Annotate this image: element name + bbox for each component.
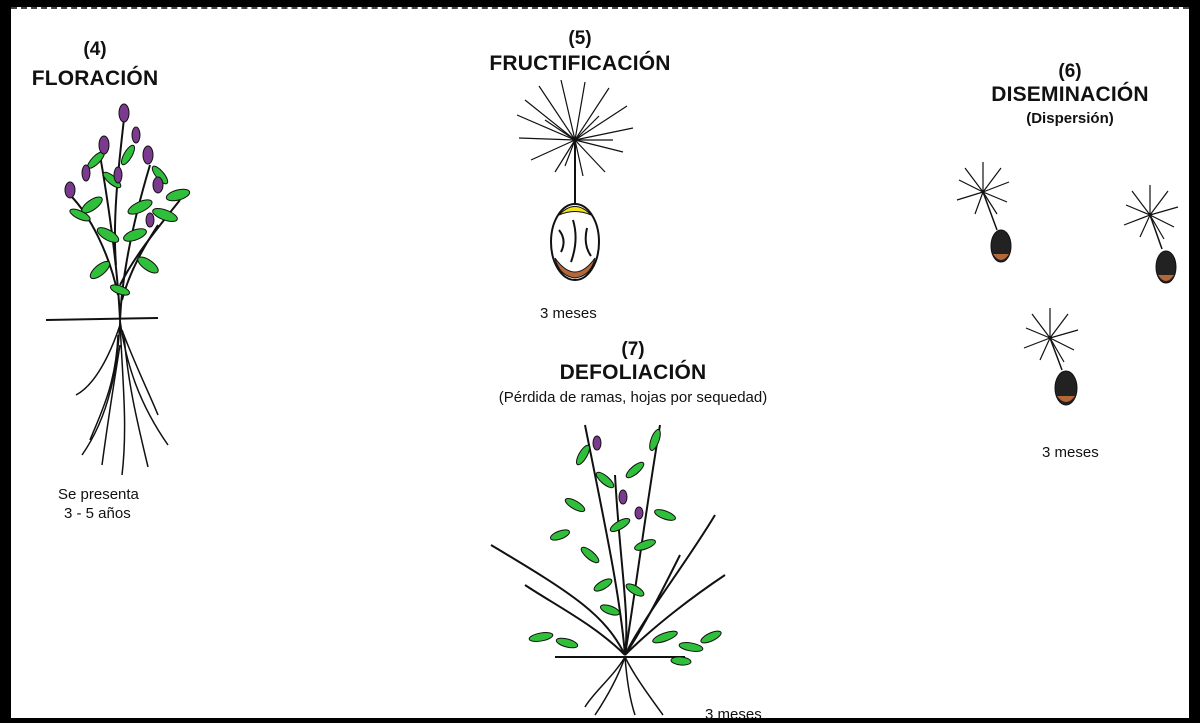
stage-7-number: (7) bbox=[603, 340, 663, 360]
stage-6-title: DISEMINACIÓN bbox=[975, 84, 1165, 106]
stage-7-subtitle: (Pérdida de ramas, hojas por sequedad) bbox=[433, 389, 833, 406]
stage-5-note: 3 meses bbox=[540, 305, 597, 322]
stage-5-number: (5) bbox=[550, 29, 610, 49]
plant-flowers bbox=[65, 104, 163, 227]
dispersing-seed-2 bbox=[1120, 185, 1200, 295]
stage-4-note-line-2: 3 - 5 años bbox=[64, 505, 131, 522]
plant-roots bbox=[76, 320, 168, 475]
stage-4-title: FLORACIÓN bbox=[20, 68, 170, 90]
seed-body bbox=[551, 204, 599, 280]
stage-4-number: (4) bbox=[65, 40, 125, 60]
stage-6-subtitle: (Dispersión) bbox=[1000, 110, 1140, 127]
dispersing-seed-3 bbox=[1020, 308, 1100, 418]
ground-line bbox=[46, 318, 158, 320]
stage-6-note: 3 meses bbox=[1042, 444, 1099, 461]
stage-5-title: FRUCTIFICACIÓN bbox=[470, 53, 690, 75]
top-dashed-border bbox=[11, 7, 1189, 9]
fruit-seed-illustration bbox=[515, 80, 635, 300]
dispersing-seed-1 bbox=[955, 162, 1035, 272]
flowering-plant-illustration bbox=[40, 95, 210, 480]
stage-4-note-line-1: Se presenta bbox=[58, 486, 139, 503]
stage-7-title: DEFOLIACIÓN bbox=[530, 362, 736, 384]
stage-6-number: (6) bbox=[1040, 62, 1100, 82]
plant-leaves bbox=[549, 428, 676, 617]
plant-roots bbox=[585, 657, 663, 715]
plant-branches bbox=[491, 425, 725, 655]
defoliating-plant-illustration bbox=[485, 415, 745, 715]
stage-7-note: 3 meses bbox=[705, 706, 762, 723]
